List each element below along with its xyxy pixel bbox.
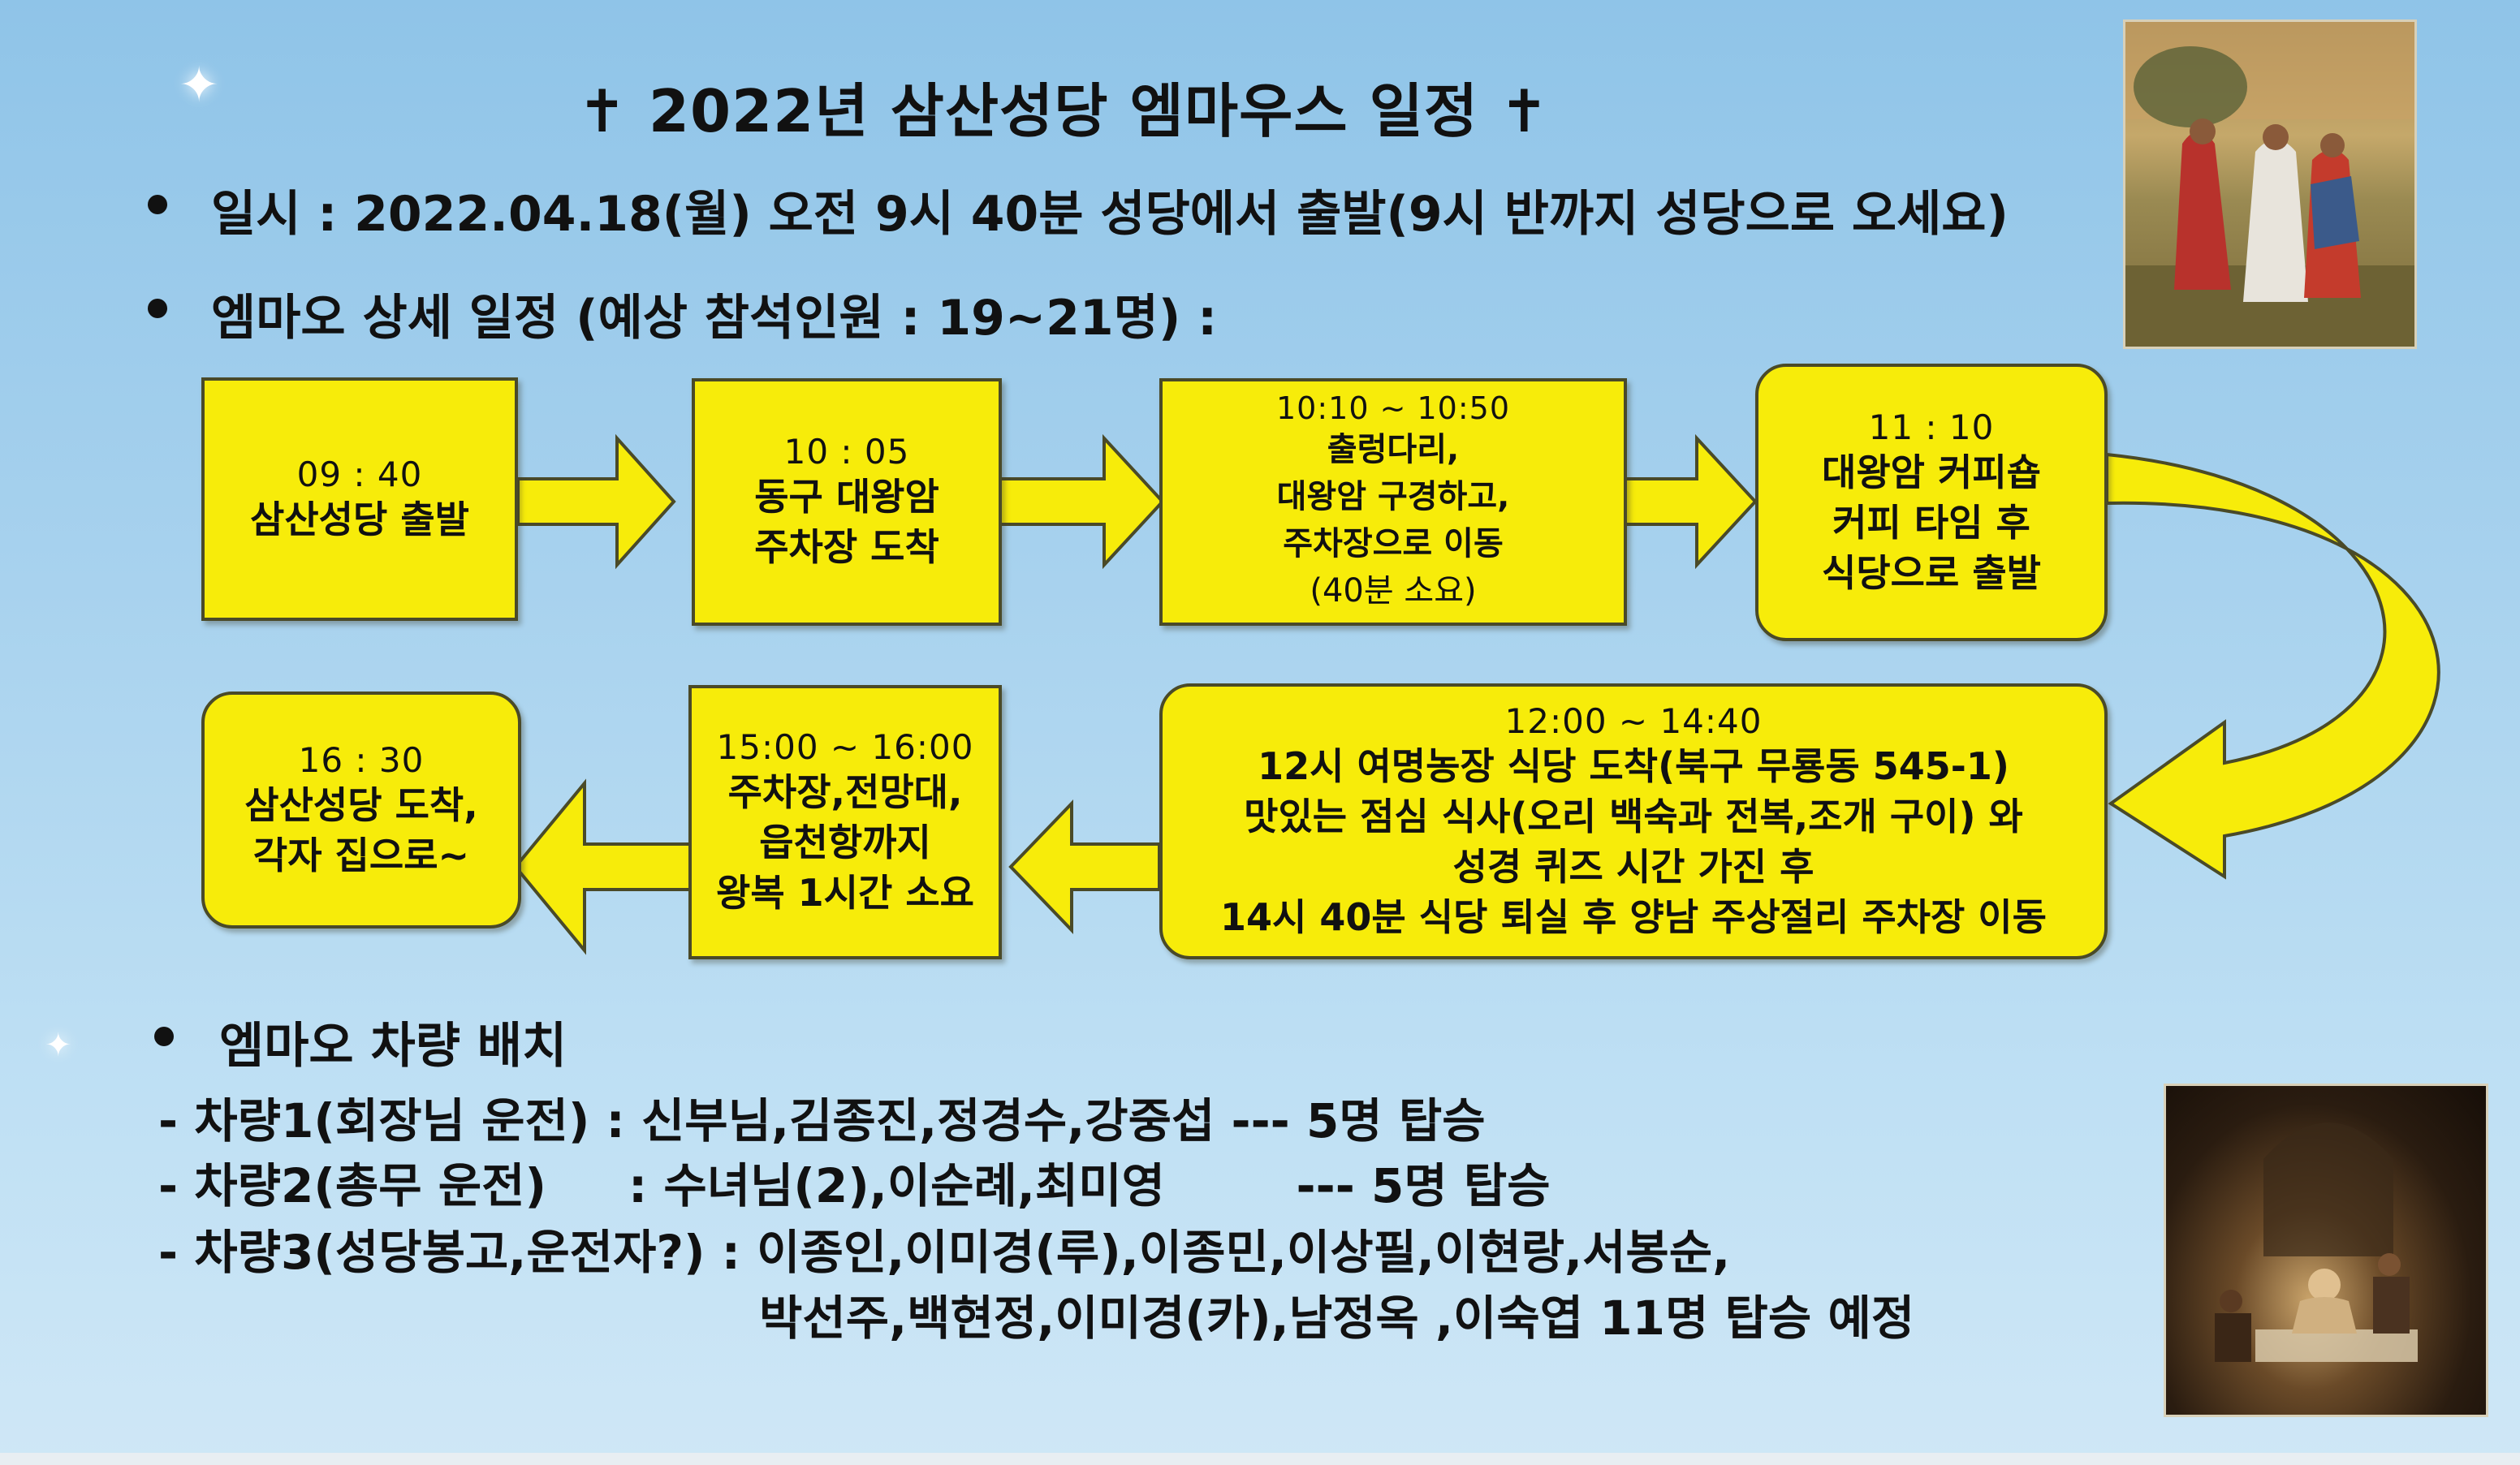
vehicle-heading: 엠마오 차량 배치: [219, 1006, 567, 1077]
step-text: 식당으로 출발: [1822, 548, 2041, 598]
right-arrow-icon: [1625, 438, 1755, 565]
step-text: 출렁다리,: [1327, 426, 1459, 473]
vehicle-line-2: - 차량2(총무 운전) : 수녀님(2),이순례,최미영 --- 5명 탑승: [158, 1157, 1551, 1215]
step-text: 14시 40분 식당 퇴실 후 양남 주상절리 주차장 이동: [1220, 892, 2047, 942]
right-arrow-icon: [518, 438, 674, 565]
step-box-6: 15:00 ~ 16:00 주차장,전망대, 읍천항까지 왕복 1시간 소요: [688, 685, 1002, 959]
painting-figures: [2166, 1086, 2486, 1415]
step-text: 주차장 도착: [754, 522, 939, 572]
curved-arrow-icon: [2107, 455, 2439, 877]
step-box-7: 16 : 30 삼산성당 도착, 각자 집으로~: [201, 692, 521, 929]
step-text: 대왕암 구경하고,: [1277, 473, 1510, 520]
bullet-icon: [154, 1027, 174, 1046]
vehicle-line-3: - 차량3(성당봉고,운전자?) : 이종인,이미경(루),이종민,이상필,이현…: [158, 1223, 1730, 1282]
step-text: 주차장,전망대,: [728, 767, 963, 817]
step-text: 대왕암 커피숍: [1822, 447, 2041, 498]
vehicle-line-4: 박선주,백현정,이미경(카),남정옥 ,이숙엽 11명 탑승 예정: [759, 1289, 1914, 1347]
step-time: 10 : 05: [784, 432, 910, 472]
step-box-5: 12:00 ~ 14:40 12시 여명농장 식당 도착(북구 무룡동 545-…: [1159, 683, 2108, 959]
painting-road-to-emmaus: [2123, 19, 2417, 349]
step-box-2: 10 : 05 동구 대왕암 주차장 도착: [692, 378, 1002, 626]
bottom-edge: [0, 1453, 2520, 1465]
vehicle-line-1: - 차량1(회장님 운전) : 신부님,김종진,정경수,강중섭 --- 5명 탑…: [158, 1092, 1486, 1150]
step-time: 15:00 ~ 16:00: [717, 727, 974, 767]
step-time: 10:10 ~ 10:50: [1276, 390, 1510, 426]
step-box-3: 10:10 ~ 10:50 출렁다리, 대왕암 구경하고, 주차장으로 이동 (…: [1159, 378, 1627, 626]
step-box-4: 11 : 10 대왕암 커피숍 커피 타임 후 식당으로 출발: [1755, 364, 2108, 641]
left-arrow-icon: [1011, 804, 1159, 930]
step-text: 삼산성당 출발: [250, 494, 469, 545]
painting-figures: [2125, 22, 2414, 347]
step-text: 각자 집으로~: [253, 830, 469, 881]
step-text: 주차장으로 이동: [1283, 520, 1504, 567]
step-text: (40분 소요): [1310, 567, 1476, 614]
step-time: 12:00 ~ 14:40: [1505, 701, 1763, 741]
step-time: 11 : 10: [1869, 407, 1995, 447]
left-arrow-icon: [516, 783, 690, 950]
step-text: 12시 여명농장 식당 도착(북구 무룡동 545-1): [1258, 741, 2009, 791]
step-text: 커피 타임 후: [1832, 498, 2030, 548]
right-arrow-icon: [1000, 438, 1163, 565]
step-text: 동구 대왕암: [754, 472, 939, 522]
step-text: 읍천항까지: [759, 817, 931, 868]
step-text: 왕복 1시간 소요: [716, 868, 974, 918]
painting-supper-at-emmaus: [2164, 1084, 2488, 1417]
step-box-1: 09 : 40 삼산성당 출발: [201, 377, 518, 621]
step-time: 09 : 40: [297, 455, 423, 494]
step-text: 삼산성당 도착,: [244, 780, 477, 830]
step-time: 16 : 30: [299, 740, 425, 780]
step-text: 맛있는 점심 식사(오리 백숙과 전복,조개 구이) 와: [1244, 791, 2023, 842]
step-text: 성경 퀴즈 시간 가진 후: [1453, 842, 1814, 892]
